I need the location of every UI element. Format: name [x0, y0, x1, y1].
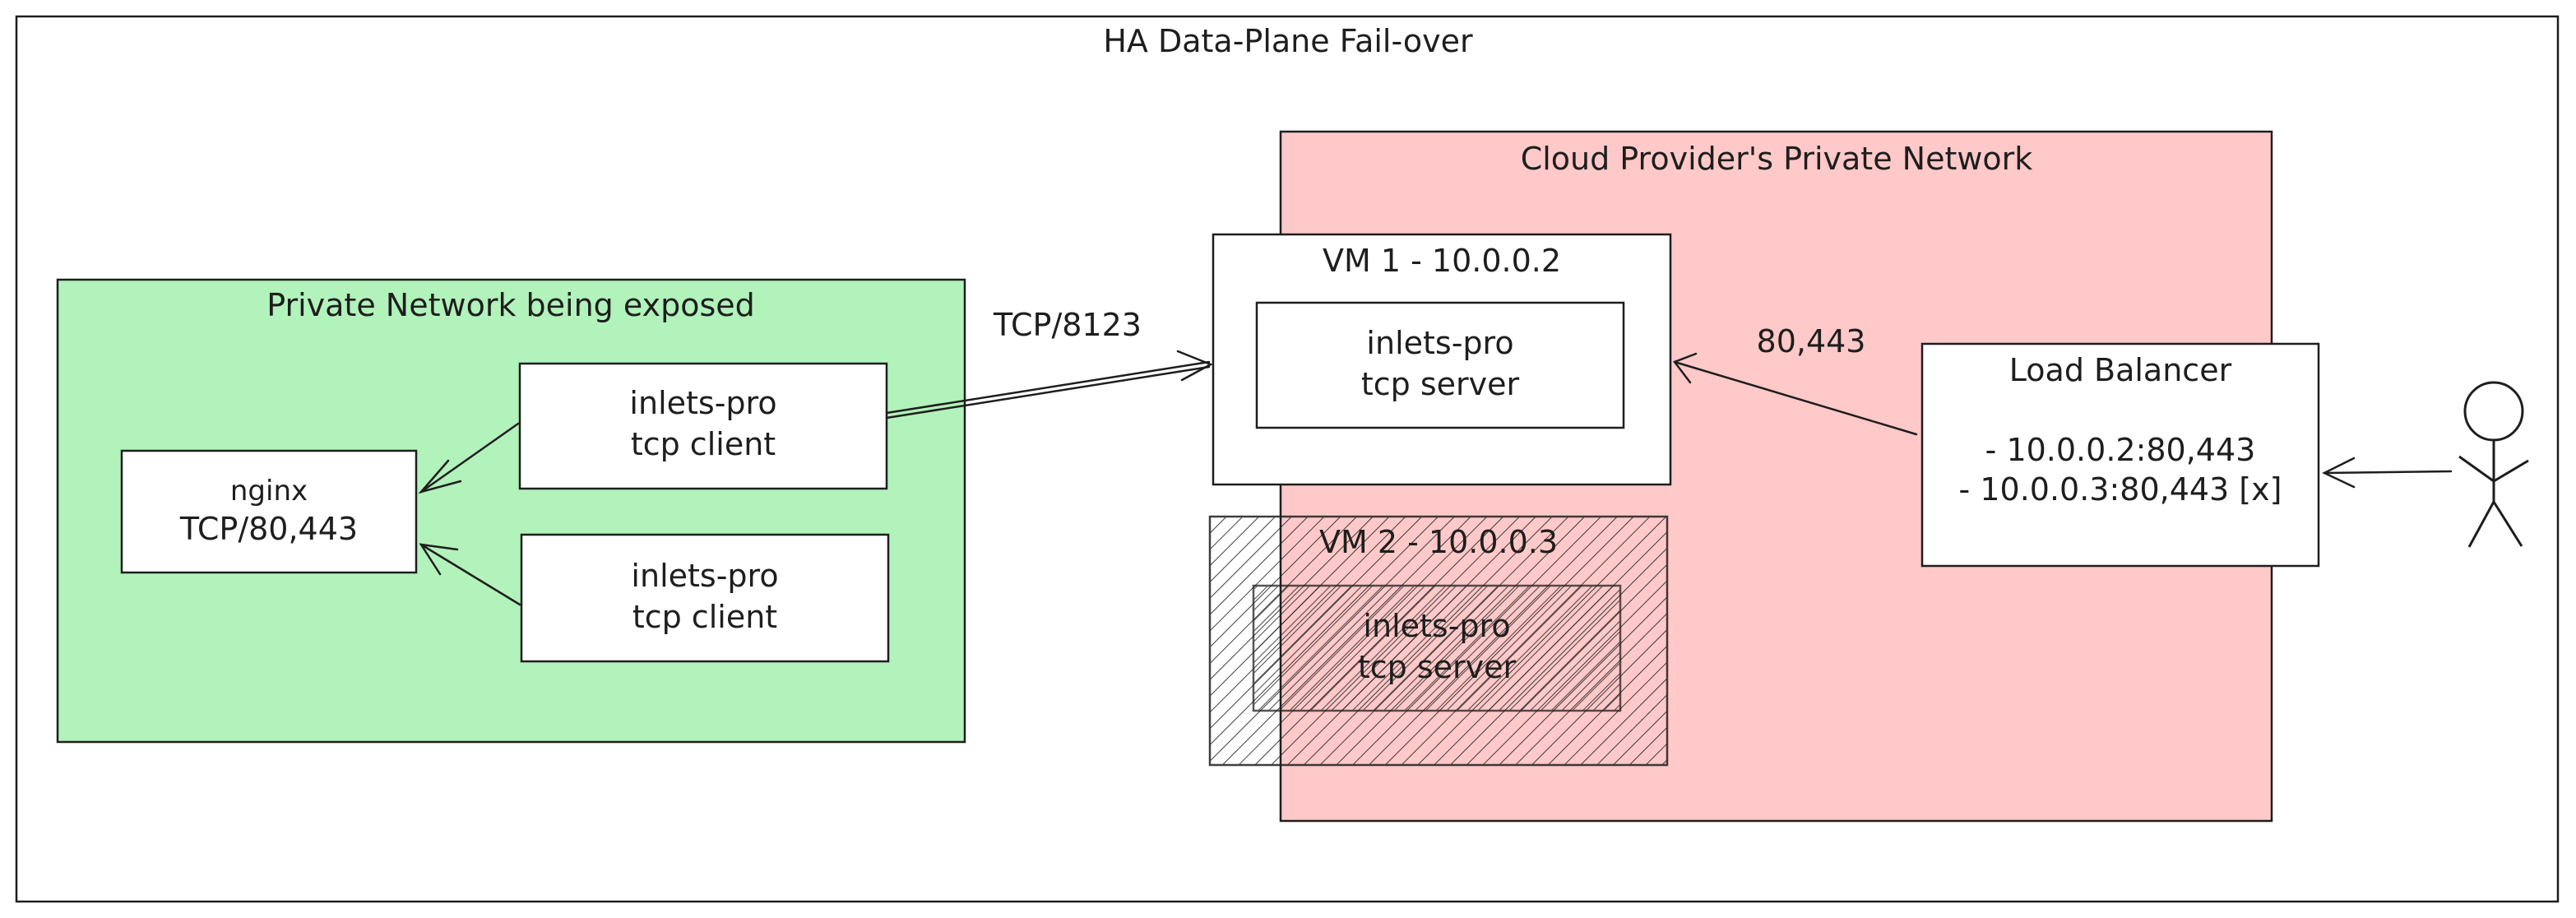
vm1-box: VM 1 - 10.0.0.2 inlets-pro tcp server	[1212, 233, 1672, 486]
arrowhead-lb-to-vm1	[1672, 352, 1698, 384]
vm1-server-line1: inlets-pro	[1366, 325, 1513, 361]
vm1-server-box	[1255, 301, 1625, 429]
private-network-label: Private Network being exposed	[266, 287, 755, 323]
cloud-network-label: Cloud Provider's Private Network	[1521, 141, 2033, 177]
nginx-label: nginx	[230, 475, 308, 508]
vm2-server-line2: tcp server	[1358, 649, 1517, 685]
tcp-client-1-line1: inlets-pro	[629, 385, 776, 421]
arrow-lb-to-vm1	[1673, 360, 1918, 436]
tcp-client-2-line1: inlets-pro	[631, 558, 778, 594]
nginx-ports: TCP/80,443	[179, 511, 358, 547]
tunnel-connector	[885, 360, 1211, 420]
arrow-client1-to-nginx	[419, 422, 520, 494]
vm2-server-box	[1252, 584, 1622, 712]
tcp-client-2-box: inlets-pro tcp client	[520, 533, 890, 663]
vm2-server-line1: inlets-pro	[1363, 608, 1510, 644]
load-balancer-label: Load Balancer	[2009, 352, 2232, 388]
tunnel-arrowhead	[1176, 350, 1213, 382]
tcp-client-2-line2: tcp client	[632, 599, 777, 635]
vm1-label: VM 1 - 10.0.0.2	[1323, 243, 1561, 279]
arrowhead-user-to-lb	[2322, 457, 2356, 489]
load-balancer-box: Load Balancer - 10.0.0.2:80,443 - 10.0.0…	[1920, 342, 2320, 568]
diagram-title: HA Data-Plane Fail-over	[1103, 23, 1473, 59]
lb-target-2-failed: - 10.0.0.3:80,443 [x]	[1959, 471, 2282, 508]
tunnel-port-label: TCP/8123	[993, 307, 1142, 343]
lb-port-label: 80,443	[1757, 323, 1866, 359]
tcp-client-1-box: inlets-pro tcp client	[518, 362, 888, 490]
arrowhead-client1-to-nginx	[418, 459, 462, 494]
arrow-user-to-lb	[2323, 470, 2453, 475]
user-icon	[2458, 381, 2529, 548]
vm2-box-failed: VM 2 - 10.0.0.3 inlets-pro tcp server	[1208, 515, 1669, 767]
outer-frame	[15, 15, 2560, 903]
tcp-client-1-line2: tcp client	[631, 426, 776, 462]
nginx-box: nginx TCP/80,443	[120, 449, 418, 574]
lb-target-1: - 10.0.0.2:80,443	[1985, 432, 2256, 468]
arrowhead-client2-to-nginx	[419, 543, 459, 576]
arrow-client2-to-nginx	[419, 543, 521, 606]
vm1-server-line2: tcp server	[1361, 366, 1520, 402]
vm2-label: VM 2 - 10.0.0.3	[1319, 524, 1558, 560]
